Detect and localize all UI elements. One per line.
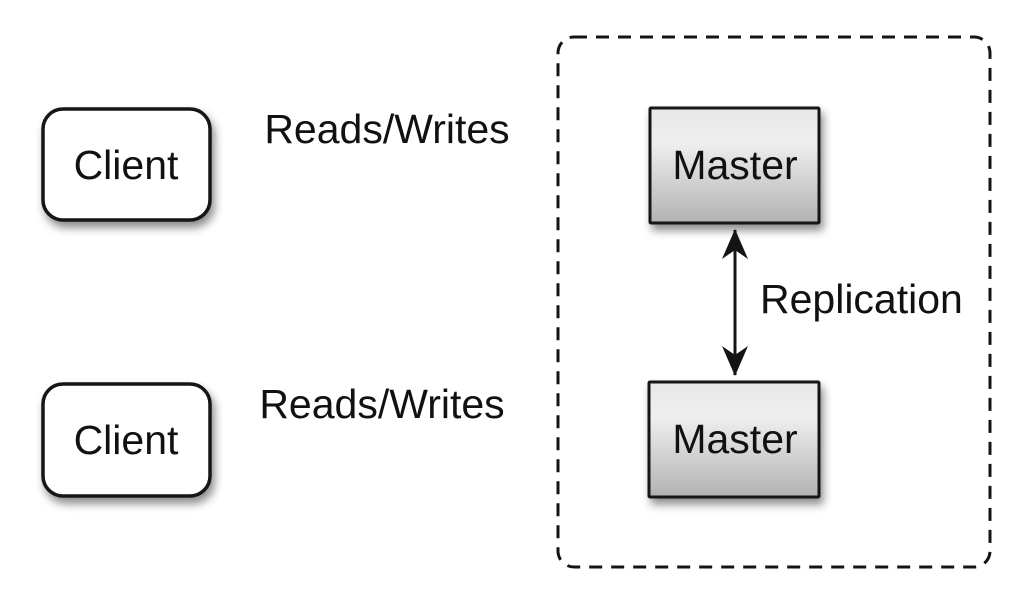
replication-label: Replication [760, 276, 963, 322]
masters-cluster-dashed-border [556, 35, 992, 569]
master-node-top: Master [648, 106, 821, 225]
master-node-bottom: Master [647, 380, 821, 499]
master-node-bottom-shape [647, 380, 821, 499]
master-node-top-shape [648, 106, 821, 225]
master-node-bottom-label: Master [672, 416, 797, 462]
master-node-top-label: Master [672, 142, 797, 188]
reads-writes-label-top: Reads/Writes [264, 106, 509, 152]
client-node-top-label: Client [74, 142, 179, 188]
client-node-bottom-label: Client [74, 417, 179, 463]
reads-writes-label-bottom: Reads/Writes [259, 381, 504, 427]
client-node-bottom: Client [41, 382, 212, 498]
client-node-top: Client [41, 107, 212, 222]
client-node-bottom-shape [41, 382, 212, 498]
